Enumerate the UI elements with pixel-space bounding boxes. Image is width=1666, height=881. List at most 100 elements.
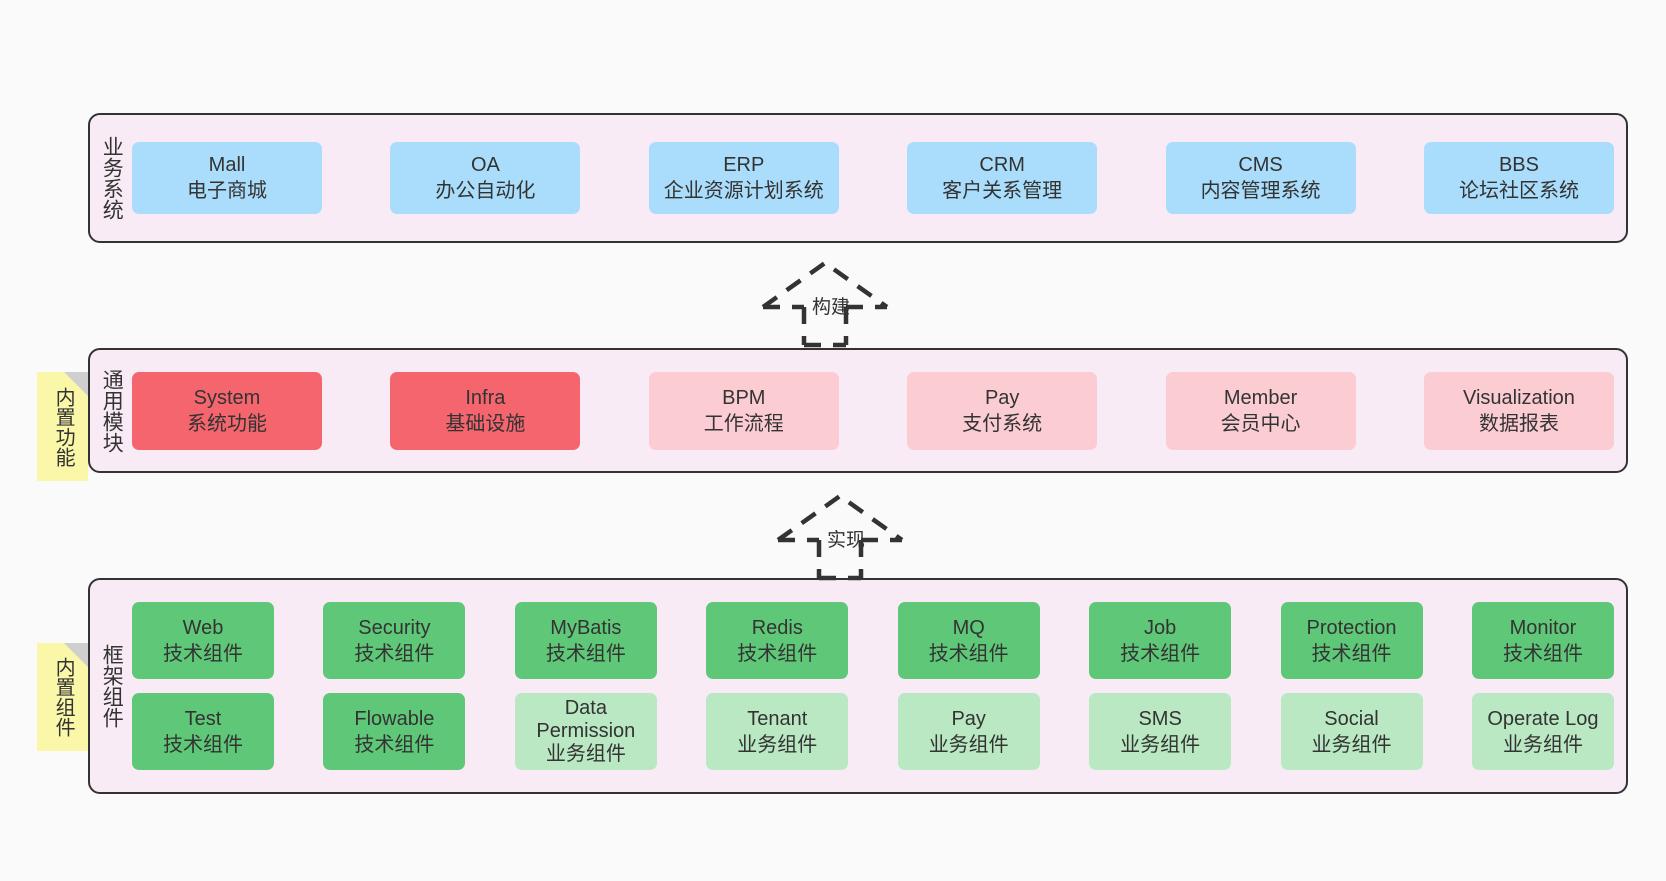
card-pay-module-title: Pay	[984, 386, 1020, 409]
card-protection[interactable]: Protection 技术组件	[1280, 602, 1423, 679]
card-visualization[interactable]: Visualization 数据报表	[1423, 371, 1614, 450]
card-mybatis-title: MyBatis	[550, 616, 622, 639]
card-pay-module[interactable]: Pay 支付系统	[907, 371, 1098, 450]
card-test-subtitle: 技术组件	[163, 733, 243, 756]
layer-business-systems: 业务系统 Mall 电子商城 OA 办公自动化 ERP 企业资源计划系统 CRM	[88, 113, 1628, 243]
layer-framework-components: 框架组件 Web 技术组件 Security 技术组件 MyBatis 技术组件…	[88, 578, 1628, 794]
card-oa-subtitle: 办公自动化	[435, 180, 536, 202]
card-flowable[interactable]: Flowable 技术组件	[323, 693, 466, 770]
layer-common-modules-label: 通用模块	[100, 368, 124, 453]
card-flowable-title: Flowable	[354, 707, 435, 730]
card-job[interactable]: Job 技术组件	[1089, 602, 1232, 679]
connector-build: 构建	[750, 255, 940, 350]
card-crm-subtitle: 客户关系管理	[942, 180, 1063, 202]
card-tenant-subtitle: 业务组件	[737, 733, 818, 756]
card-cms-title: CMS	[1238, 154, 1283, 176]
card-oa[interactable]: OA 办公自动化	[390, 142, 581, 214]
card-tenant[interactable]: Tenant 业务组件	[706, 693, 849, 770]
card-security[interactable]: Security 技术组件	[323, 602, 466, 679]
card-monitor[interactable]: Monitor 技术组件	[1471, 602, 1614, 679]
card-test-title: Test	[184, 707, 222, 730]
card-bbs-title: BBS	[1498, 154, 1539, 176]
card-redis-subtitle: 技术组件	[737, 642, 818, 665]
connector-implement-glyph	[776, 493, 904, 581]
card-oa-title: OA	[470, 154, 500, 176]
card-pay-module-subtitle: 支付系统	[962, 412, 1043, 435]
connector-implement-label: 实现	[827, 530, 866, 551]
card-operate-log[interactable]: Operate Log 业务组件	[1471, 693, 1614, 770]
framework-components-row-business: Test 技术组件 Flowable 技术组件 Data Permission …	[132, 693, 1614, 770]
layer-business-systems-label: 业务系统	[100, 136, 124, 220]
card-pay-component-title: Pay	[951, 707, 986, 730]
card-web[interactable]: Web 技术组件	[132, 602, 274, 679]
sticky-note-builtin-features: 内置功能	[37, 372, 88, 481]
card-mall[interactable]: Mall 电子商城	[132, 142, 322, 214]
card-member-subtitle: 会员中心	[1220, 412, 1301, 435]
card-infra[interactable]: Infra 基础设施	[390, 371, 581, 450]
card-security-subtitle: 技术组件	[354, 642, 435, 665]
card-mybatis[interactable]: MyBatis 技术组件	[514, 602, 657, 679]
card-sms-title: SMS	[1138, 707, 1182, 730]
card-bbs-subtitle: 论坛社区系统	[1458, 180, 1579, 202]
card-job-subtitle: 技术组件	[1120, 642, 1201, 665]
card-social-subtitle: 业务组件	[1311, 733, 1392, 756]
card-protection-title: Protection	[1306, 616, 1397, 639]
card-erp[interactable]: ERP 企业资源计划系统	[648, 142, 839, 214]
card-data-permission-subtitle: 业务组件	[545, 743, 626, 766]
card-infra-title: Infra	[465, 386, 506, 409]
card-tenant-title: Tenant	[747, 707, 808, 730]
card-web-title: Web	[182, 616, 224, 639]
card-test[interactable]: Test 技术组件	[132, 693, 274, 770]
layer-common-modules: 通用模块 System 系统功能 Infra 基础设施 BPM 工作流程 Pay	[88, 348, 1628, 473]
card-mall-subtitle: 电子商城	[187, 180, 267, 202]
card-sms[interactable]: SMS 业务组件	[1089, 693, 1232, 770]
sticky-note-builtin-components-label: 内置组件	[52, 657, 75, 737]
layer-business-systems-body: Mall 电子商城 OA 办公自动化 ERP 企业资源计划系统 CRM 客户关系…	[132, 115, 1626, 241]
card-bpm-subtitle: 工作流程	[703, 412, 784, 435]
business-systems-row: Mall 电子商城 OA 办公自动化 ERP 企业资源计划系统 CRM 客户关系…	[132, 142, 1614, 214]
card-crm[interactable]: CRM 客户关系管理	[907, 142, 1098, 214]
framework-components-row-tech: Web 技术组件 Security 技术组件 MyBatis 技术组件 Redi…	[132, 602, 1614, 679]
card-visualization-title: Visualization	[1462, 386, 1575, 409]
card-cms-subtitle: 内容管理系统	[1200, 180, 1321, 202]
sticky-note-builtin-features-label: 内置功能	[52, 386, 75, 467]
connector-implement: 实现	[765, 488, 955, 583]
card-monitor-title: Monitor	[1509, 616, 1577, 639]
card-member-title: Member	[1223, 386, 1298, 409]
card-cms[interactable]: CMS 内容管理系统	[1165, 142, 1356, 214]
layer-framework-components-label: 框架组件	[100, 644, 124, 728]
layer-framework-components-body: Web 技术组件 Security 技术组件 MyBatis 技术组件 Redi…	[132, 580, 1626, 792]
card-data-permission[interactable]: Data Permission 业务组件	[514, 693, 657, 770]
sticky-note-builtin-components: 内置组件	[37, 643, 88, 751]
card-flowable-subtitle: 技术组件	[354, 733, 435, 756]
card-erp-subtitle: 企业资源计划系统	[663, 180, 824, 202]
card-member[interactable]: Member 会员中心	[1165, 371, 1356, 450]
card-protection-subtitle: 技术组件	[1311, 642, 1392, 665]
card-infra-subtitle: 基础设施	[445, 412, 526, 435]
card-system-title: System	[193, 386, 261, 409]
card-web-subtitle: 技术组件	[163, 642, 243, 665]
card-monitor-subtitle: 技术组件	[1502, 642, 1583, 665]
card-redis[interactable]: Redis 技术组件	[706, 602, 849, 679]
common-modules-row: System 系统功能 Infra 基础设施 BPM 工作流程 Pay 支付系统…	[132, 371, 1614, 450]
card-mall-title: Mall	[208, 154, 246, 176]
card-operate-log-subtitle: 业务组件	[1502, 733, 1583, 756]
card-data-permission-title: Data Permission	[536, 696, 636, 742]
card-sms-subtitle: 业务组件	[1120, 733, 1201, 756]
card-mybatis-subtitle: 技术组件	[545, 642, 626, 665]
card-redis-title: Redis	[751, 616, 803, 639]
card-bpm-title: BPM	[722, 386, 766, 409]
card-social-title: Social	[1324, 707, 1379, 730]
card-pay-component[interactable]: Pay 业务组件	[897, 693, 1040, 770]
card-bbs[interactable]: BBS 论坛社区系统	[1423, 142, 1614, 214]
card-visualization-subtitle: 数据报表	[1478, 412, 1559, 435]
card-social[interactable]: Social 业务组件	[1280, 693, 1423, 770]
card-bpm[interactable]: BPM 工作流程	[648, 371, 839, 450]
card-crm-title: CRM	[979, 154, 1025, 176]
card-mq[interactable]: MQ 技术组件	[897, 602, 1040, 679]
card-system[interactable]: System 系统功能	[132, 371, 322, 450]
connector-build-label: 构建	[812, 297, 851, 318]
card-job-title: Job	[1143, 616, 1177, 639]
card-mq-subtitle: 技术组件	[928, 642, 1009, 665]
